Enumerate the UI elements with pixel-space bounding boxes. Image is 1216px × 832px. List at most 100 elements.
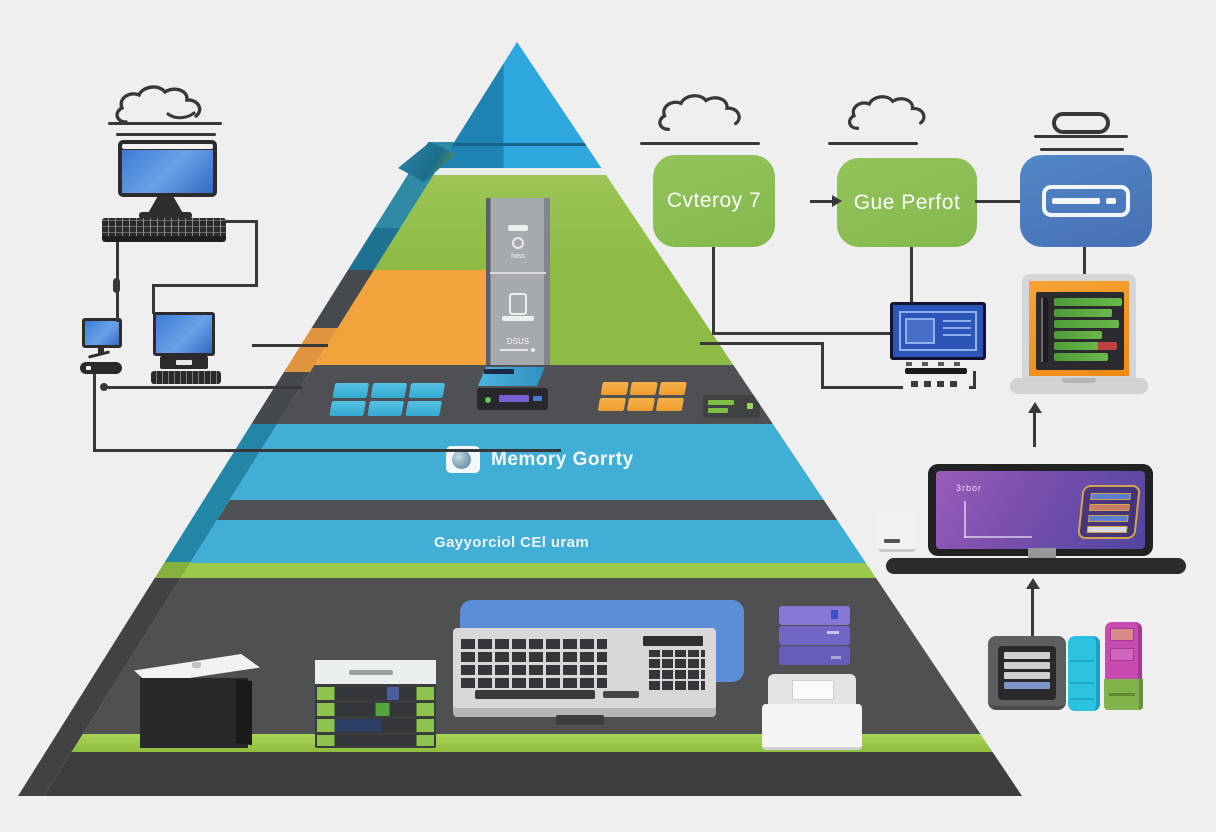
base-front-face [44,752,1022,796]
cyan-cell [405,401,442,416]
laptop-scrollbar [1041,298,1048,362]
apex-line [414,143,624,146]
server-row [317,719,434,732]
tower-progress-dot [531,348,535,352]
flow-line [975,200,1020,203]
tray-underline [1034,135,1128,138]
cloud-icon [658,94,741,131]
flow-box-1-label: Cvteroy 7 [666,189,762,212]
ssd-slat [1004,672,1050,679]
globe-icon [512,237,524,249]
ssd-slat [1004,662,1050,669]
led-bar-purple [499,395,529,402]
task-bar [1054,298,1122,306]
segment-line [1070,698,1094,700]
magenta-cell [1110,628,1134,641]
desktop2-slot [176,360,192,365]
magenta-cell [1110,648,1134,661]
dock-device [80,362,122,374]
server-row [317,735,434,746]
task-bar [1054,353,1109,361]
wireframe-line [943,320,971,322]
led-green [485,397,491,403]
green-component [1104,679,1143,710]
green-cell-line [1109,693,1135,696]
connector-line [226,220,258,223]
orange-cell [629,382,658,395]
desktop2-keyboard [151,371,221,384]
smartphone-base [502,316,534,321]
cloud-underline [828,142,918,145]
gold-bar [1086,526,1128,533]
cloud-icon [847,95,926,130]
led-bar-blue [533,396,542,401]
orange-laptop-screen [1022,274,1136,380]
gold-bar [1089,504,1130,511]
tray-underline [1040,148,1124,151]
flow-line [700,342,824,345]
arrow-up-icon [1028,402,1042,413]
drive-slot-line [1052,198,1100,204]
segment-line [1070,682,1094,684]
connector-node [100,383,108,391]
dock-led [86,366,91,370]
laptop-notch [1062,378,1096,383]
ssd-slat [1004,682,1050,689]
storage-drive-icon [1042,185,1130,217]
memory-band-label-group: Memory Gorrty [446,446,634,473]
ssd-slat [1004,652,1050,659]
chart-axis-v [964,501,966,538]
flow-line [821,386,976,389]
black-box-lid-mark [192,662,201,668]
task-bar [1054,331,1102,339]
tower-bar-icon [508,225,528,231]
server-unit-slot [349,670,393,675]
cyan-cell [408,383,446,398]
segment-line [1070,660,1094,662]
flow-line [712,247,715,335]
flow-line [712,332,913,335]
black-box-side [236,678,252,746]
memory-band-label: Memory Gorrty [491,448,634,470]
connector-line [252,344,328,347]
key-dot-row [603,691,639,698]
keyboard-main [453,628,716,710]
drive-dash [827,631,839,634]
desk-bar [886,558,1186,574]
task-bar [1054,309,1112,317]
purple-drive-2 [779,626,850,645]
laptop-task-list [1054,298,1122,364]
wireframe-line [943,327,971,329]
keyboard-front [102,236,226,242]
purple-drive-1 [779,606,850,625]
gold-server-icon [1077,485,1141,539]
wireframe-line [943,334,971,336]
gold-bar [1087,515,1129,522]
server-unit [315,660,436,748]
server-module [477,388,548,410]
orange-cell [626,398,655,411]
server-tray-icon [1052,112,1110,134]
keyboard-foot [556,715,604,725]
server-row [317,687,434,700]
tower-top-label: Iwss [511,253,525,260]
desktop2-monitor [153,312,215,356]
green-module-dot [747,403,753,409]
flow-line [821,342,824,389]
cloud-underline [640,142,760,145]
connector-line [152,284,155,314]
cyan-component [1068,636,1100,711]
connector-line [152,284,258,287]
smartphone-icon [509,293,527,315]
black-box-body [140,678,248,748]
tower-progress-line [500,349,528,351]
orange-cell [597,398,626,411]
cache-grid-orange [597,382,695,414]
connector-node [113,278,120,293]
cyan-cell [329,401,366,416]
flow-box-2-label: Gue Perfot [853,190,961,214]
flow-box-3 [1020,155,1152,247]
arrow-tail [1033,411,1036,447]
drive-slot-dot [1106,198,1116,204]
flow-line [1083,247,1086,277]
